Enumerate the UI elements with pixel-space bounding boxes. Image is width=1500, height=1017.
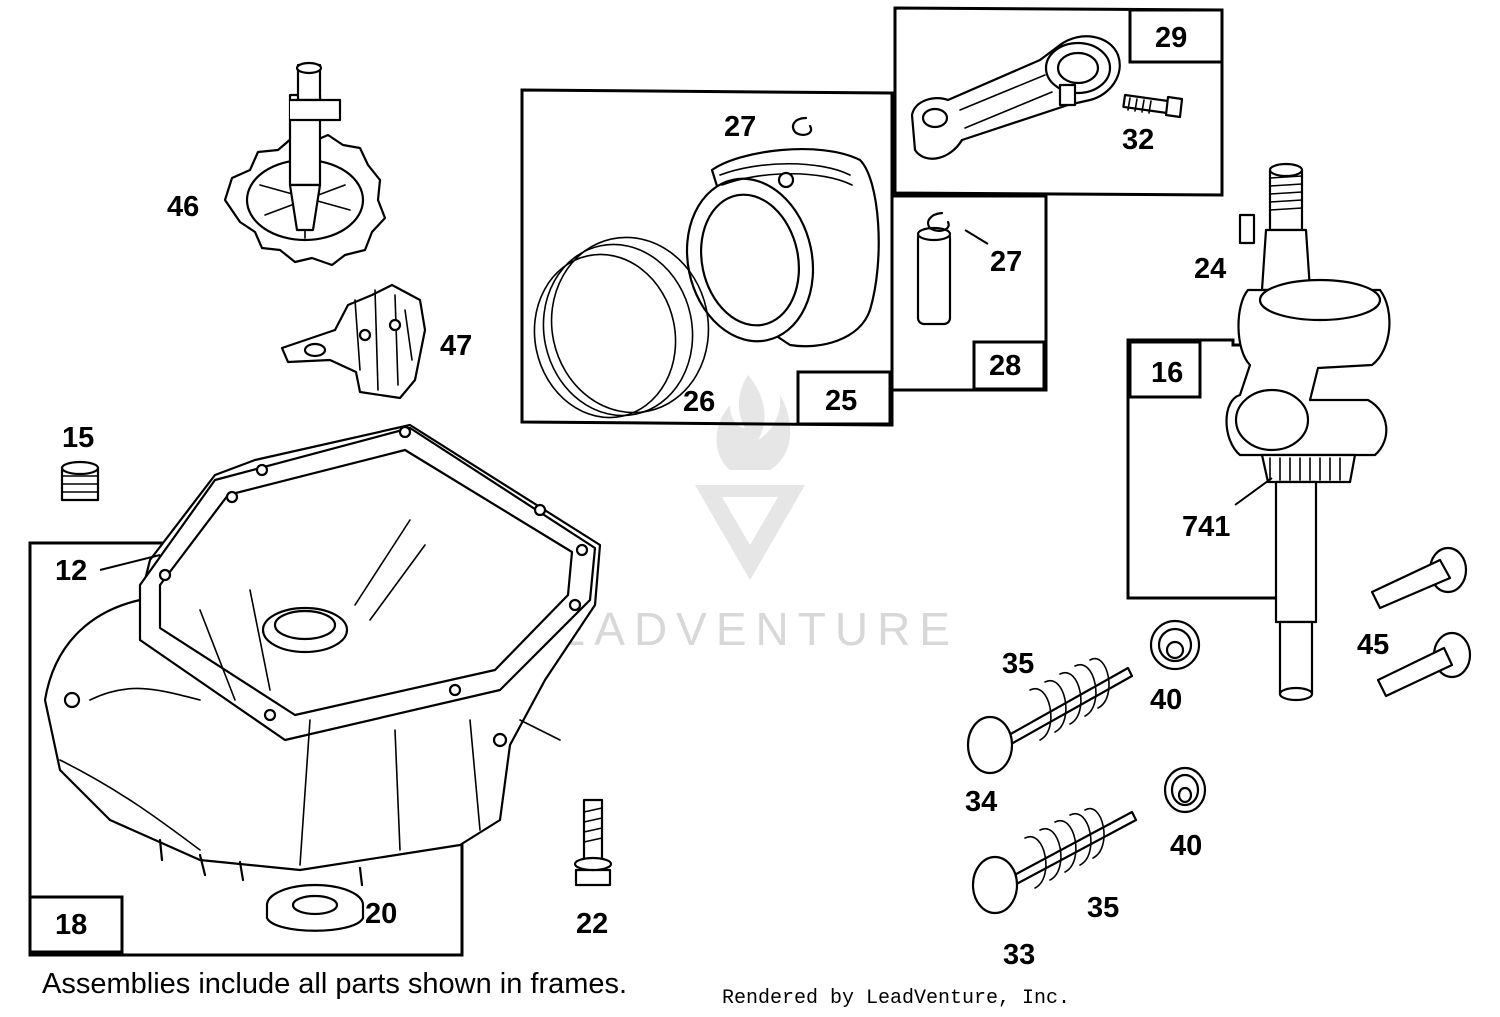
label-27-pin: 27 [990, 246, 1022, 278]
piston-pin [916, 226, 952, 326]
label-40-top: 40 [1150, 684, 1182, 716]
timing-gear-741-leader [1234, 477, 1273, 506]
label-45: 45 [1357, 629, 1389, 661]
label-32: 32 [1122, 124, 1154, 156]
label-29: 29 [1155, 22, 1187, 54]
label-15: 15 [62, 422, 94, 454]
crank-key-24 [1238, 213, 1256, 245]
tag-box-29 [1128, 8, 1224, 64]
label-16: 16 [1151, 357, 1183, 389]
piston-pin-clip-27b [926, 211, 989, 245]
camshaft-gear [223, 61, 387, 267]
label-27-piston: 27 [724, 111, 756, 143]
oil-seal [265, 883, 365, 932]
piston [685, 147, 880, 348]
connecting-rod [910, 35, 1121, 160]
piston-rings [533, 236, 710, 419]
governor-assembly [280, 283, 427, 400]
label-34: 34 [965, 786, 997, 818]
label-35-bottom: 35 [1087, 892, 1119, 924]
tag-box-28 [972, 340, 1046, 391]
frame-28 [890, 194, 1048, 392]
valve-retainer-bottom [1163, 766, 1207, 814]
label-33: 33 [1003, 939, 1035, 971]
sump-bolt [573, 798, 613, 887]
label-40-bottom: 40 [1170, 830, 1202, 862]
crankcase-cover [43, 423, 602, 887]
crankshaft [1225, 162, 1391, 702]
gasket-12-leader [99, 554, 161, 571]
label-46: 46 [167, 191, 199, 223]
label-12: 12 [55, 555, 87, 587]
tag-box-16 [1128, 340, 1202, 399]
render-credit: Rendered by LeadVenture, Inc. [722, 987, 1070, 1010]
tag-box-25 [796, 370, 892, 426]
label-26: 26 [683, 386, 715, 418]
valve-tappets [1370, 546, 1472, 698]
piston-pin-clip-27a [791, 116, 813, 136]
rod-bolt-32 [1122, 93, 1184, 119]
label-18: 18 [55, 909, 87, 941]
label-35-top: 35 [1002, 648, 1034, 680]
label-24: 24 [1194, 253, 1226, 285]
label-25: 25 [825, 385, 857, 417]
label-20: 20 [365, 898, 397, 930]
label-741: 741 [1182, 511, 1230, 543]
label-22: 22 [576, 908, 608, 940]
label-47: 47 [440, 330, 472, 362]
valve-retainer-top [1149, 619, 1201, 671]
label-28: 28 [989, 350, 1021, 382]
intake-valve-assembly [971, 807, 1138, 915]
tag-box-18 [28, 895, 124, 954]
frame-29 [893, 6, 1224, 197]
frame-25 [520, 88, 894, 427]
exhaust-valve-assembly [966, 657, 1134, 775]
drain-plug [60, 460, 100, 502]
assemblies-note: Assemblies include all parts shown in fr… [42, 968, 627, 1000]
